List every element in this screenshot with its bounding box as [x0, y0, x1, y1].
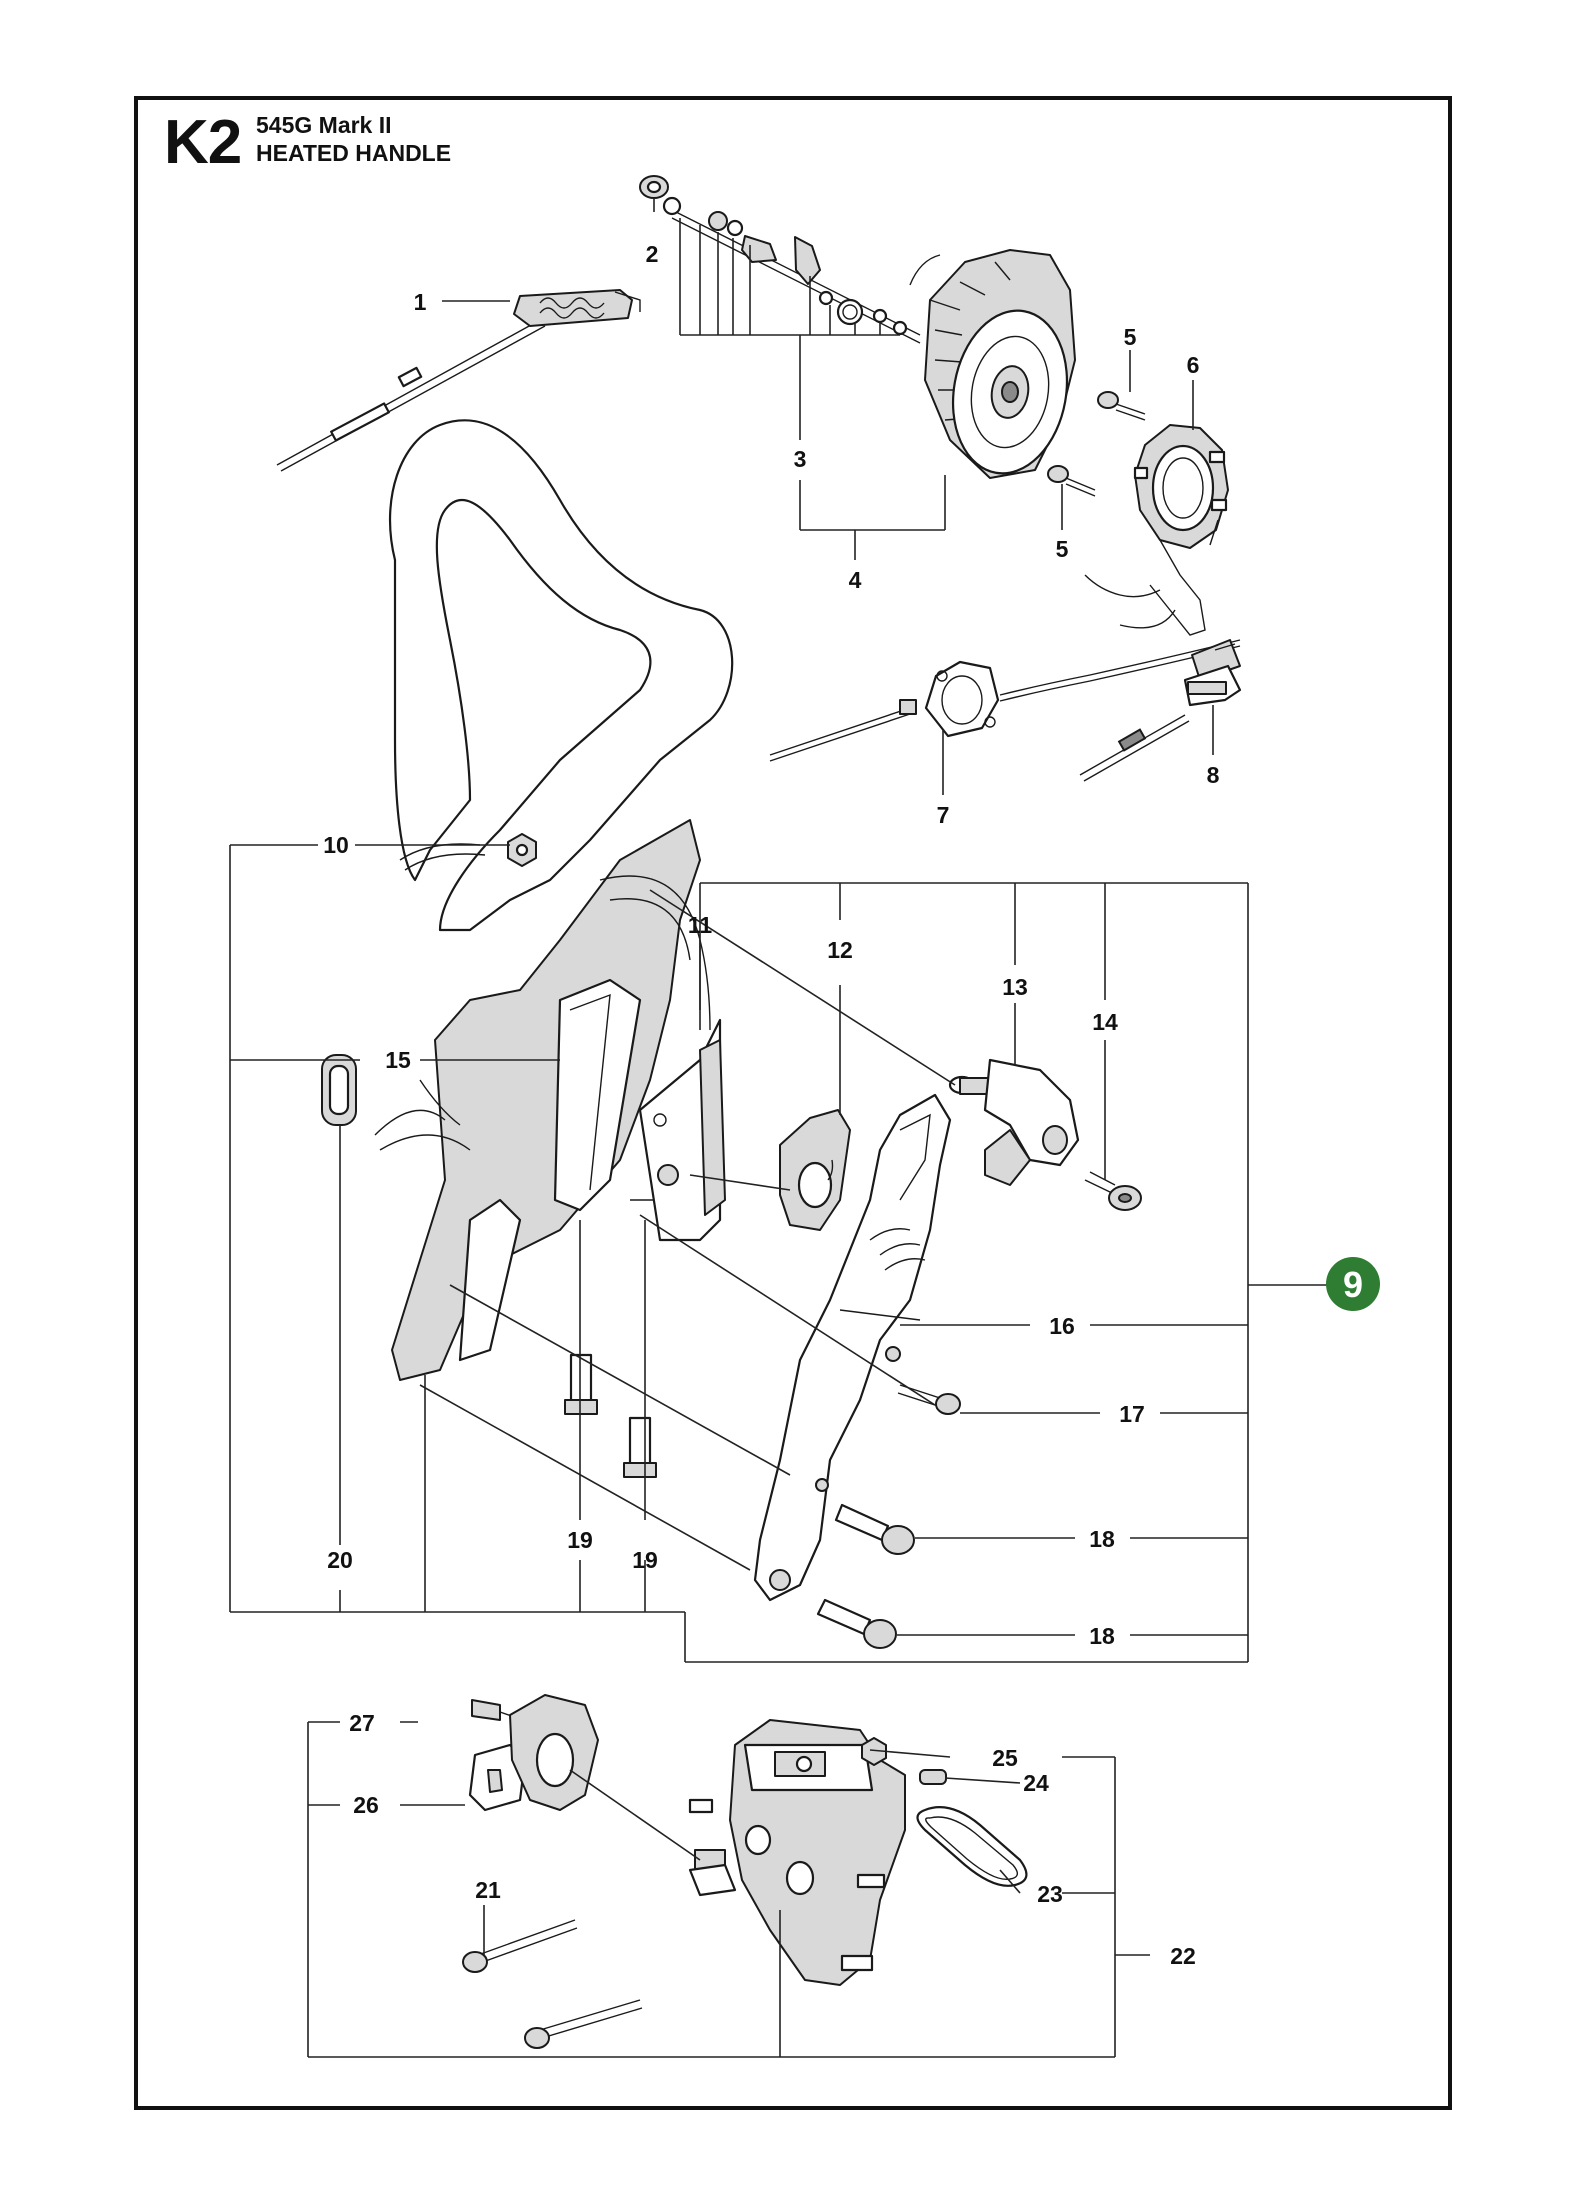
stator-part [1084, 424, 1229, 636]
callout-12: 12 [827, 937, 853, 963]
switch-26-part [468, 1694, 737, 1897]
callout-numbers: 1 2 3 4 5 5 6 7 8 10 11 12 13 14 15 16 1… [323, 241, 1219, 1969]
callout-1: 1 [414, 289, 427, 315]
nut-25-part [861, 1737, 947, 1785]
throttle-housing-part [688, 1719, 906, 1986]
callout-27: 27 [349, 1710, 375, 1736]
screw-17-part [897, 1384, 961, 1415]
callout-22: 22 [1170, 1943, 1196, 1969]
callout-4: 4 [849, 567, 862, 593]
seal-part [916, 1806, 1028, 1887]
screw-14-part [1084, 1171, 1142, 1211]
kit-badge-label: 9 [1343, 1264, 1363, 1305]
callout-24: 24 [1023, 1770, 1049, 1796]
wire-harness [374, 875, 711, 1151]
callout-14: 14 [1092, 1009, 1118, 1035]
cap-part [779, 1109, 851, 1231]
handle-half-part [753, 1093, 952, 1602]
callout-18-upper: 18 [1089, 1526, 1115, 1552]
callout-5-upper: 5 [1124, 324, 1137, 350]
callout-20: 20 [327, 1547, 353, 1573]
nut-part [507, 833, 537, 867]
callout-5-lower: 5 [1056, 536, 1069, 562]
callout-8: 8 [1207, 762, 1220, 788]
callout-18-lower: 18 [1089, 1623, 1115, 1649]
callout-17: 17 [1119, 1401, 1145, 1427]
heating-element-part [276, 289, 641, 472]
kit-badge: 9 [1326, 1257, 1380, 1311]
callout-13: 13 [1002, 974, 1028, 1000]
callout-11: 11 [688, 912, 713, 938]
screw-19-part [564, 1353, 657, 1478]
rubber-grommet-part [321, 1054, 357, 1126]
callout-23: 23 [1037, 1881, 1063, 1907]
generator-part [639, 175, 1076, 479]
callout-19-left: 19 [567, 1527, 593, 1553]
model-name: 545G Mark II [256, 112, 392, 138]
callout-3: 3 [794, 446, 807, 472]
diagram-frame [134, 96, 1452, 2110]
screw-part [1047, 391, 1146, 497]
callout-25: 25 [992, 1745, 1018, 1771]
callout-7: 7 [937, 802, 950, 828]
callout-2: 2 [646, 241, 659, 267]
switch-module-part [638, 1018, 726, 1242]
connector-part [1079, 639, 1242, 782]
callout-6: 6 [1187, 352, 1200, 378]
handle-shell-part [391, 819, 721, 1381]
screw-21-part [462, 1919, 643, 2049]
callout-19-right: 19 [632, 1547, 658, 1573]
switch-housing-part [948, 1058, 1080, 1186]
callout-26: 26 [353, 1792, 379, 1818]
diagram-title: HEATED HANDLE [256, 140, 452, 166]
section-code: K2 [164, 108, 242, 177]
callout-15: 15 [385, 1047, 411, 1073]
callout-16: 16 [1049, 1313, 1075, 1339]
bolt-18-part [816, 1503, 915, 1649]
temperature-sensor-part [769, 639, 1241, 762]
leader-lines [229, 198, 1330, 2058]
callout-10: 10 [323, 832, 349, 858]
callout-21: 21 [475, 1877, 501, 1903]
